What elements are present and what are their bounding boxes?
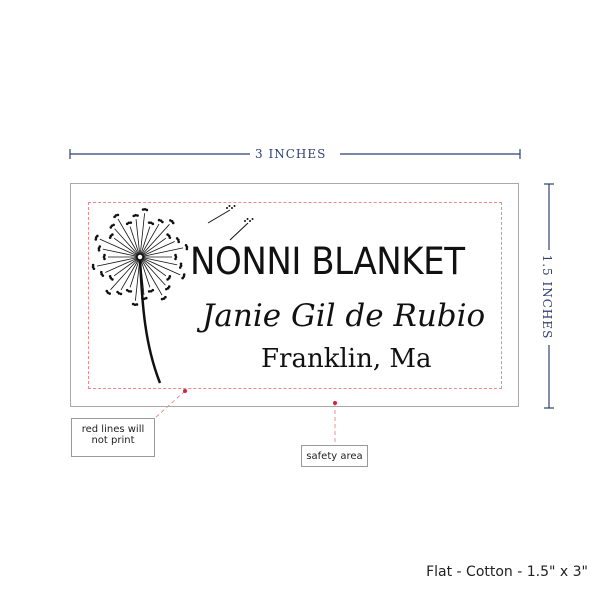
height-dimension-label: 1.5 INCHES [540, 254, 554, 340]
red-lines-note: red lines will not print [71, 418, 155, 457]
label-title: NONNI BLANKET [190, 240, 465, 283]
label-city: Franklin, Ma [261, 344, 432, 374]
safety-area-outline [88, 202, 502, 389]
dandelion-icon [91, 205, 254, 384]
product-description: Flat - Cotton - 1.5" x 3" [426, 564, 588, 580]
width-dimension-label: 3 INCHES [255, 147, 327, 161]
safety-area-note: safety area [301, 445, 368, 467]
label-name: Janie Gil de Rubio [202, 298, 486, 334]
label-preview [70, 183, 519, 407]
